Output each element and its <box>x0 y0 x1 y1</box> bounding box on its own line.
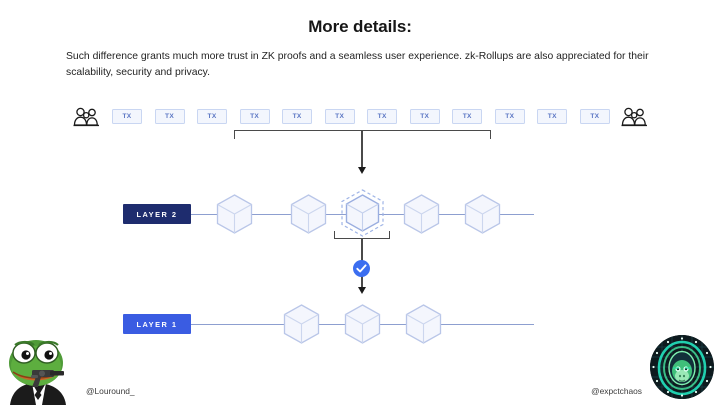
layer2-row: LAYER 2 <box>0 188 720 244</box>
layer1-row: LAYER 1 <box>0 298 720 354</box>
batch-bracket-top <box>234 130 491 132</box>
tx-box[interactable]: TX <box>537 109 568 124</box>
proof-bracket-right-tick <box>388 231 390 239</box>
tx-box[interactable]: TX <box>282 109 313 124</box>
layer1-block[interactable] <box>281 303 322 345</box>
layer2-badge: LAYER 2 <box>123 204 191 224</box>
tx-box[interactable]: TX <box>154 109 185 124</box>
layer2-block-selected[interactable] <box>341 188 384 240</box>
tx-box[interactable]: TX <box>494 109 525 124</box>
tx-box[interactable]: TX <box>112 109 142 124</box>
proof-arrow-head <box>357 287 366 294</box>
left-handle: @Louround_ <box>86 386 135 396</box>
body-paragraph: Such difference grants much more trust i… <box>66 51 649 78</box>
tx-box[interactable]: TX <box>197 109 228 124</box>
tx-box[interactable]: TX <box>239 109 270 124</box>
check-circle-icon <box>353 260 370 277</box>
right-handle: @expctchaos <box>591 386 642 396</box>
tx-box[interactable]: TX <box>452 109 483 124</box>
batch-bracket-top-right-tick <box>489 130 491 139</box>
tx-box[interactable]: TX <box>579 109 610 124</box>
tx-box[interactable]: TX <box>324 109 355 124</box>
layer1-block[interactable] <box>403 303 444 345</box>
layer2-block[interactable] <box>214 193 255 235</box>
batch-arrow-shaft <box>361 131 363 169</box>
page-title: More details: <box>308 17 412 36</box>
tx-box[interactable]: TX <box>409 109 440 124</box>
layer1-badge: LAYER 1 <box>123 314 191 334</box>
layer2-block[interactable] <box>401 193 442 235</box>
tx-box-list: TX TX TX TX TX TX TX TX TX TX TX TX <box>112 109 610 124</box>
people-group-icon <box>620 106 650 128</box>
layer2-block[interactable] <box>288 193 329 235</box>
tx-box[interactable]: TX <box>367 109 398 124</box>
people-group-icon <box>72 106 102 128</box>
proof-bracket-left-tick <box>334 231 336 239</box>
batch-arrow-head <box>357 167 366 174</box>
pepe-frog-avatar <box>2 333 76 405</box>
transaction-row: TX TX TX TX TX TX TX TX TX TX TX TX <box>72 104 650 130</box>
batch-bracket-top-left-tick <box>234 130 236 139</box>
ape-circle-avatar <box>650 335 714 399</box>
layer1-block[interactable] <box>342 303 383 345</box>
layer2-block[interactable] <box>462 193 503 235</box>
